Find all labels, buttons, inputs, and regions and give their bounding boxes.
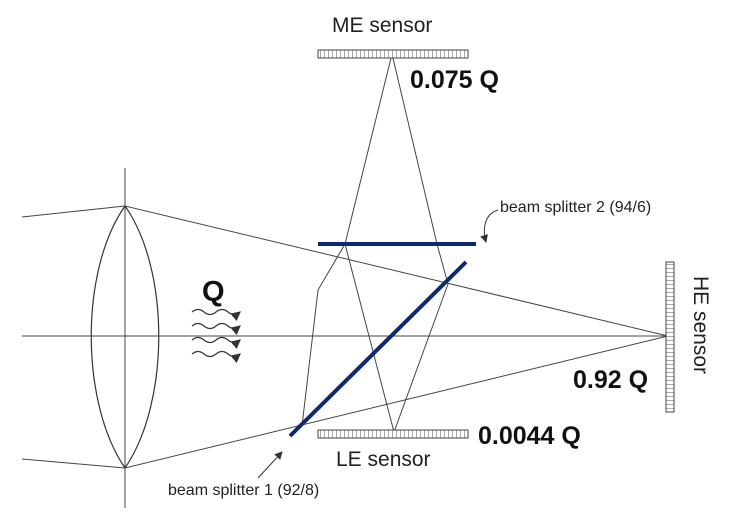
incoming-light-waves — [191, 308, 241, 364]
le-ray-left — [344, 243, 395, 433]
beam-splitter-1 — [288, 260, 468, 438]
me-ray-outer-left — [317, 243, 346, 291]
le-ray-outer-left — [301, 289, 319, 427]
me-ray-right — [391, 53, 438, 245]
le-ray-right — [393, 283, 449, 433]
incoming-ray-top — [21, 205, 126, 218]
incoming-ray-bottom — [21, 458, 126, 469]
beam-splitter-1-label: beam splitter 1 (92/8) — [168, 482, 320, 499]
he-sensor-label: HE sensor — [689, 276, 712, 375]
le-sensor-label: LE sensor — [336, 448, 431, 471]
me-fraction-label: 0.075 Q — [410, 66, 499, 94]
beam-splitter-2-leader — [480, 209, 499, 243]
main-ray-bottom — [124, 335, 669, 469]
me-ray-left — [344, 53, 393, 245]
le-sensor — [317, 429, 469, 439]
me-sensor — [317, 49, 469, 59]
he-fraction-label: 0.92 Q — [573, 366, 649, 394]
me-ray-outer-right — [436, 243, 449, 285]
le-fraction-label: 0.0044 Q — [478, 422, 581, 450]
he-sensor — [665, 261, 675, 413]
beam-splitter-1-leader — [257, 451, 283, 479]
beam-splitter-2-label: beam splitter 2 (94/6) — [500, 199, 652, 216]
main-ray-top — [124, 205, 669, 337]
incoming-light-label: Q — [202, 276, 225, 308]
me-sensor-label: ME sensor — [332, 14, 433, 37]
